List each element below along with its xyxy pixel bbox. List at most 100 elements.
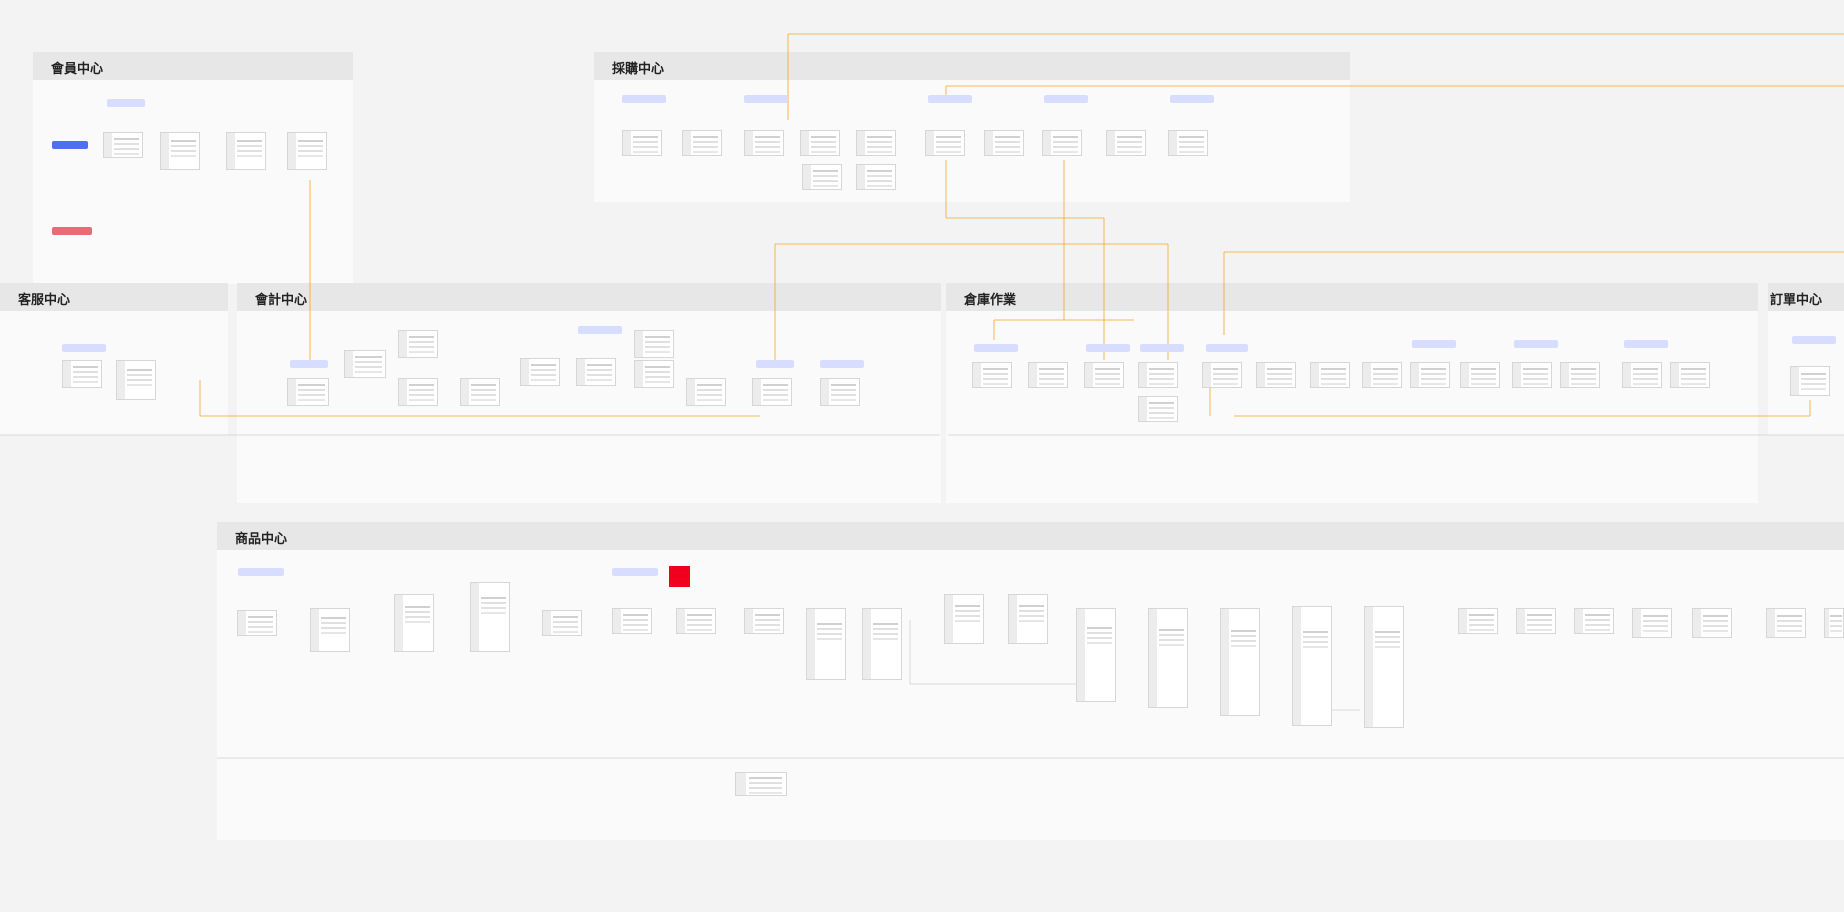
accounting-step-tag xyxy=(756,360,794,368)
product-screen-thumbnail[interactable] xyxy=(1292,606,1332,726)
member-header: 會員中心 xyxy=(33,52,353,80)
product-screen-thumbnail[interactable] xyxy=(542,610,582,636)
warehouse-step-tag xyxy=(1624,340,1668,348)
warehouse-screen-thumbnail[interactable] xyxy=(1084,362,1124,388)
purchase-screen-thumbnail[interactable] xyxy=(856,130,896,156)
accounting-screen-thumbnail[interactable] xyxy=(752,378,792,406)
warehouse-screen-thumbnail[interactable] xyxy=(1362,362,1402,388)
product-header: 商品中心 xyxy=(217,522,1844,550)
warehouse-screen-thumbnail[interactable] xyxy=(1028,362,1068,388)
service-title: 客服中心 xyxy=(18,293,71,308)
warehouse-screen-thumbnail[interactable] xyxy=(972,362,1012,388)
product-screen-thumbnail[interactable] xyxy=(237,610,277,636)
product-screen-thumbnail[interactable] xyxy=(1458,608,1498,634)
warehouse-step-tag xyxy=(1086,344,1130,352)
warehouse-step-tag xyxy=(974,344,1018,352)
purchase-screen-thumbnail[interactable] xyxy=(856,164,896,190)
warehouse-step-tag xyxy=(1412,340,1456,348)
warehouse-screen-thumbnail[interactable] xyxy=(1310,362,1350,388)
product-screen-thumbnail[interactable] xyxy=(470,582,510,652)
product-screen-thumbnail[interactable] xyxy=(612,608,652,634)
member-tag-red xyxy=(52,227,92,235)
service-header: 客服中心 xyxy=(0,283,228,311)
member-tag-top xyxy=(107,99,145,107)
accounting-screen-thumbnail[interactable] xyxy=(398,330,438,358)
product-screen-thumbnail[interactable] xyxy=(744,608,784,634)
product-screen-thumbnail[interactable] xyxy=(1076,608,1116,702)
product-screen-thumbnail[interactable] xyxy=(1574,608,1614,634)
accounting-step-tag xyxy=(578,326,622,334)
purchase-screen-thumbnail[interactable] xyxy=(984,130,1024,156)
product-panel xyxy=(217,522,1844,840)
member-screen-thumbnail[interactable] xyxy=(103,132,143,158)
warehouse-screen-thumbnail[interactable] xyxy=(1410,362,1450,388)
accounting-step-tag xyxy=(290,360,328,368)
purchase-screen-thumbnail[interactable] xyxy=(800,130,840,156)
product-screen-thumbnail[interactable] xyxy=(1364,606,1404,728)
warehouse-step-tag xyxy=(1140,344,1184,352)
product-screen-thumbnail[interactable] xyxy=(944,594,984,644)
product-screen-thumbnail[interactable] xyxy=(676,608,716,634)
service-screen-thumbnail[interactable] xyxy=(116,360,156,400)
product-screen-thumbnail[interactable] xyxy=(1632,608,1672,638)
product-screen-thumbnail[interactable] xyxy=(1692,608,1732,638)
warehouse-screen-thumbnail[interactable] xyxy=(1460,362,1500,388)
warehouse-screen-thumbnail[interactable] xyxy=(1138,396,1178,422)
warehouse-screen-thumbnail[interactable] xyxy=(1256,362,1296,388)
product-screen-thumbnail[interactable] xyxy=(806,608,846,680)
warehouse-screen-thumbnail[interactable] xyxy=(1560,362,1600,388)
order-title: 訂單中心 xyxy=(1770,293,1823,308)
accounting-header: 會計中心 xyxy=(237,283,941,311)
product-screen-thumbnail[interactable] xyxy=(394,594,434,652)
accounting-screen-thumbnail[interactable] xyxy=(460,378,500,406)
purchase-screen-thumbnail[interactable] xyxy=(622,130,662,156)
accounting-screen-thumbnail[interactable] xyxy=(398,378,438,406)
purchase-screen-thumbnail[interactable] xyxy=(682,130,722,156)
purchase-title: 採購中心 xyxy=(612,62,665,77)
service-step-tag xyxy=(62,344,106,352)
purchase-screen-thumbnail[interactable] xyxy=(1168,130,1208,156)
product-screen-thumbnail[interactable] xyxy=(1766,608,1806,638)
warehouse-screen-thumbnail[interactable] xyxy=(1512,362,1552,388)
purchase-screen-thumbnail[interactable] xyxy=(1042,130,1082,156)
member-screen-thumbnail[interactable] xyxy=(160,132,200,170)
purchase-step-tag xyxy=(1044,95,1088,103)
product-screen-thumbnail[interactable] xyxy=(1008,594,1048,644)
purchase-screen-thumbnail[interactable] xyxy=(1106,130,1146,156)
product-screen-thumbnail[interactable] xyxy=(735,772,787,796)
purchase-screen-thumbnail[interactable] xyxy=(744,130,784,156)
red-square-marker xyxy=(669,566,690,587)
purchase-screen-thumbnail[interactable] xyxy=(802,164,842,190)
warehouse-screen-thumbnail[interactable] xyxy=(1138,362,1178,388)
purchase-step-tag xyxy=(928,95,972,103)
accounting-screen-thumbnail[interactable] xyxy=(686,378,726,406)
product-screen-thumbnail[interactable] xyxy=(862,608,902,680)
member-screen-thumbnail[interactable] xyxy=(287,132,327,170)
accounting-screen-thumbnail[interactable] xyxy=(287,378,329,406)
accounting-screen-thumbnail[interactable] xyxy=(634,330,674,358)
product-step-tag xyxy=(612,568,658,576)
product-screen-thumbnail[interactable] xyxy=(1220,608,1260,716)
warehouse-screen-thumbnail[interactable] xyxy=(1670,362,1710,388)
purchase-step-tag xyxy=(622,95,666,103)
accounting-screen-thumbnail[interactable] xyxy=(520,358,560,386)
warehouse-title: 倉庫作業 xyxy=(964,293,1017,308)
accounting-screen-thumbnail[interactable] xyxy=(576,358,616,386)
product-screen-thumbnail[interactable] xyxy=(1516,608,1556,634)
accounting-screen-thumbnail[interactable] xyxy=(820,378,860,406)
warehouse-screen-thumbnail[interactable] xyxy=(1622,362,1662,388)
product-screen-thumbnail[interactable] xyxy=(1824,608,1844,638)
product-screen-thumbnail[interactable] xyxy=(1148,608,1188,708)
purchase-header: 採購中心 xyxy=(594,52,1350,80)
accounting-screen-thumbnail[interactable] xyxy=(634,360,674,388)
accounting-screen-thumbnail[interactable] xyxy=(344,350,386,378)
warehouse-screen-thumbnail[interactable] xyxy=(1202,362,1242,388)
member-screen-thumbnail[interactable] xyxy=(226,132,266,170)
service-screen-thumbnail[interactable] xyxy=(62,360,102,388)
product-screen-thumbnail[interactable] xyxy=(310,608,350,652)
warehouse-header: 倉庫作業 xyxy=(946,283,1758,311)
purchase-screen-thumbnail[interactable] xyxy=(925,130,965,156)
order-screen-thumbnail[interactable] xyxy=(1790,366,1830,396)
